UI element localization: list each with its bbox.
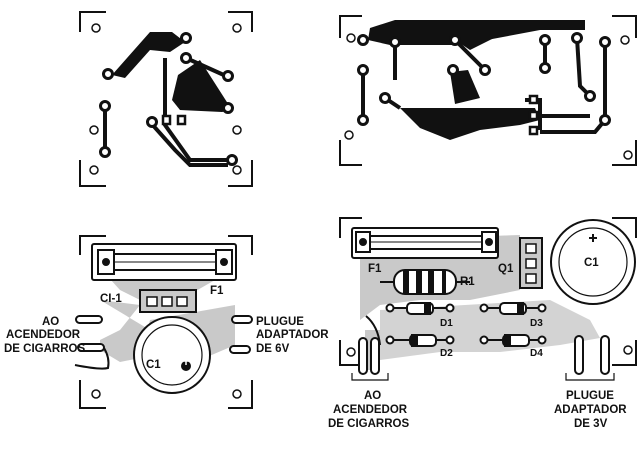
transistor-q1 <box>519 237 543 289</box>
resistor-r1 <box>380 269 470 295</box>
board-6v-copper-side <box>79 11 253 187</box>
left-label-line3: DE CIGARROS <box>4 343 85 355</box>
diode-d2-label: D2 <box>440 348 453 359</box>
fuse-label-3v: F1 <box>368 263 382 275</box>
board-6v-component-side <box>74 235 253 409</box>
fuse-holder <box>91 243 237 281</box>
right-label-line1: PLUGUE <box>256 316 304 328</box>
capacitor-c1-6v <box>133 316 211 394</box>
bottom-left-label-line3: DE CIGARROS <box>328 418 409 430</box>
bottom-right-label-line1: PLUGUE <box>566 390 614 402</box>
capacitor-label-6v: C1 <box>146 359 161 371</box>
transistor-label: Q1 <box>498 263 514 275</box>
diode-d4-label: D4 <box>530 348 543 359</box>
diodes <box>392 302 540 347</box>
diode-d1-label: D1 <box>440 318 453 329</box>
board-6v-copper-traces <box>99 32 238 167</box>
right-label-line3: DE 6V <box>256 343 290 355</box>
board-3v-copper-side <box>339 15 637 166</box>
bottom-left-label-line1: AO <box>364 390 381 402</box>
ic-package <box>139 289 197 313</box>
board-3v-copper-traces <box>357 20 611 140</box>
fuse-label-6v: F1 <box>210 285 224 297</box>
left-label-line2: ACENDEDOR <box>6 329 81 341</box>
resistor-label: R1 <box>460 276 475 288</box>
board-3v-component-side <box>339 217 637 381</box>
labels-3v: F1 R1 Q1 C1 D1 D2 D3 D4 AO ACENDEDOR DE … <box>328 257 627 430</box>
ic-label: CI-1 <box>100 293 122 305</box>
bottom-right-label-line2: ADAPTADOR <box>554 404 627 416</box>
diode-d3-label: D3 <box>530 318 543 329</box>
bottom-left-label-line2: ACENDEDOR <box>333 404 408 416</box>
fuse-holder-3v <box>351 227 499 259</box>
left-label-line1: AO <box>42 316 59 328</box>
capacitor-label-3v: C1 <box>584 257 599 269</box>
labels-6v: F1 CI-1 C1 AO ACENDEDOR DE CIGARROS PLUG… <box>4 285 329 371</box>
capacitor-c1-3v <box>550 219 636 305</box>
bottom-right-label-line3: DE 3V <box>574 418 608 430</box>
right-label-line2: ADAPTADOR <box>256 329 329 341</box>
